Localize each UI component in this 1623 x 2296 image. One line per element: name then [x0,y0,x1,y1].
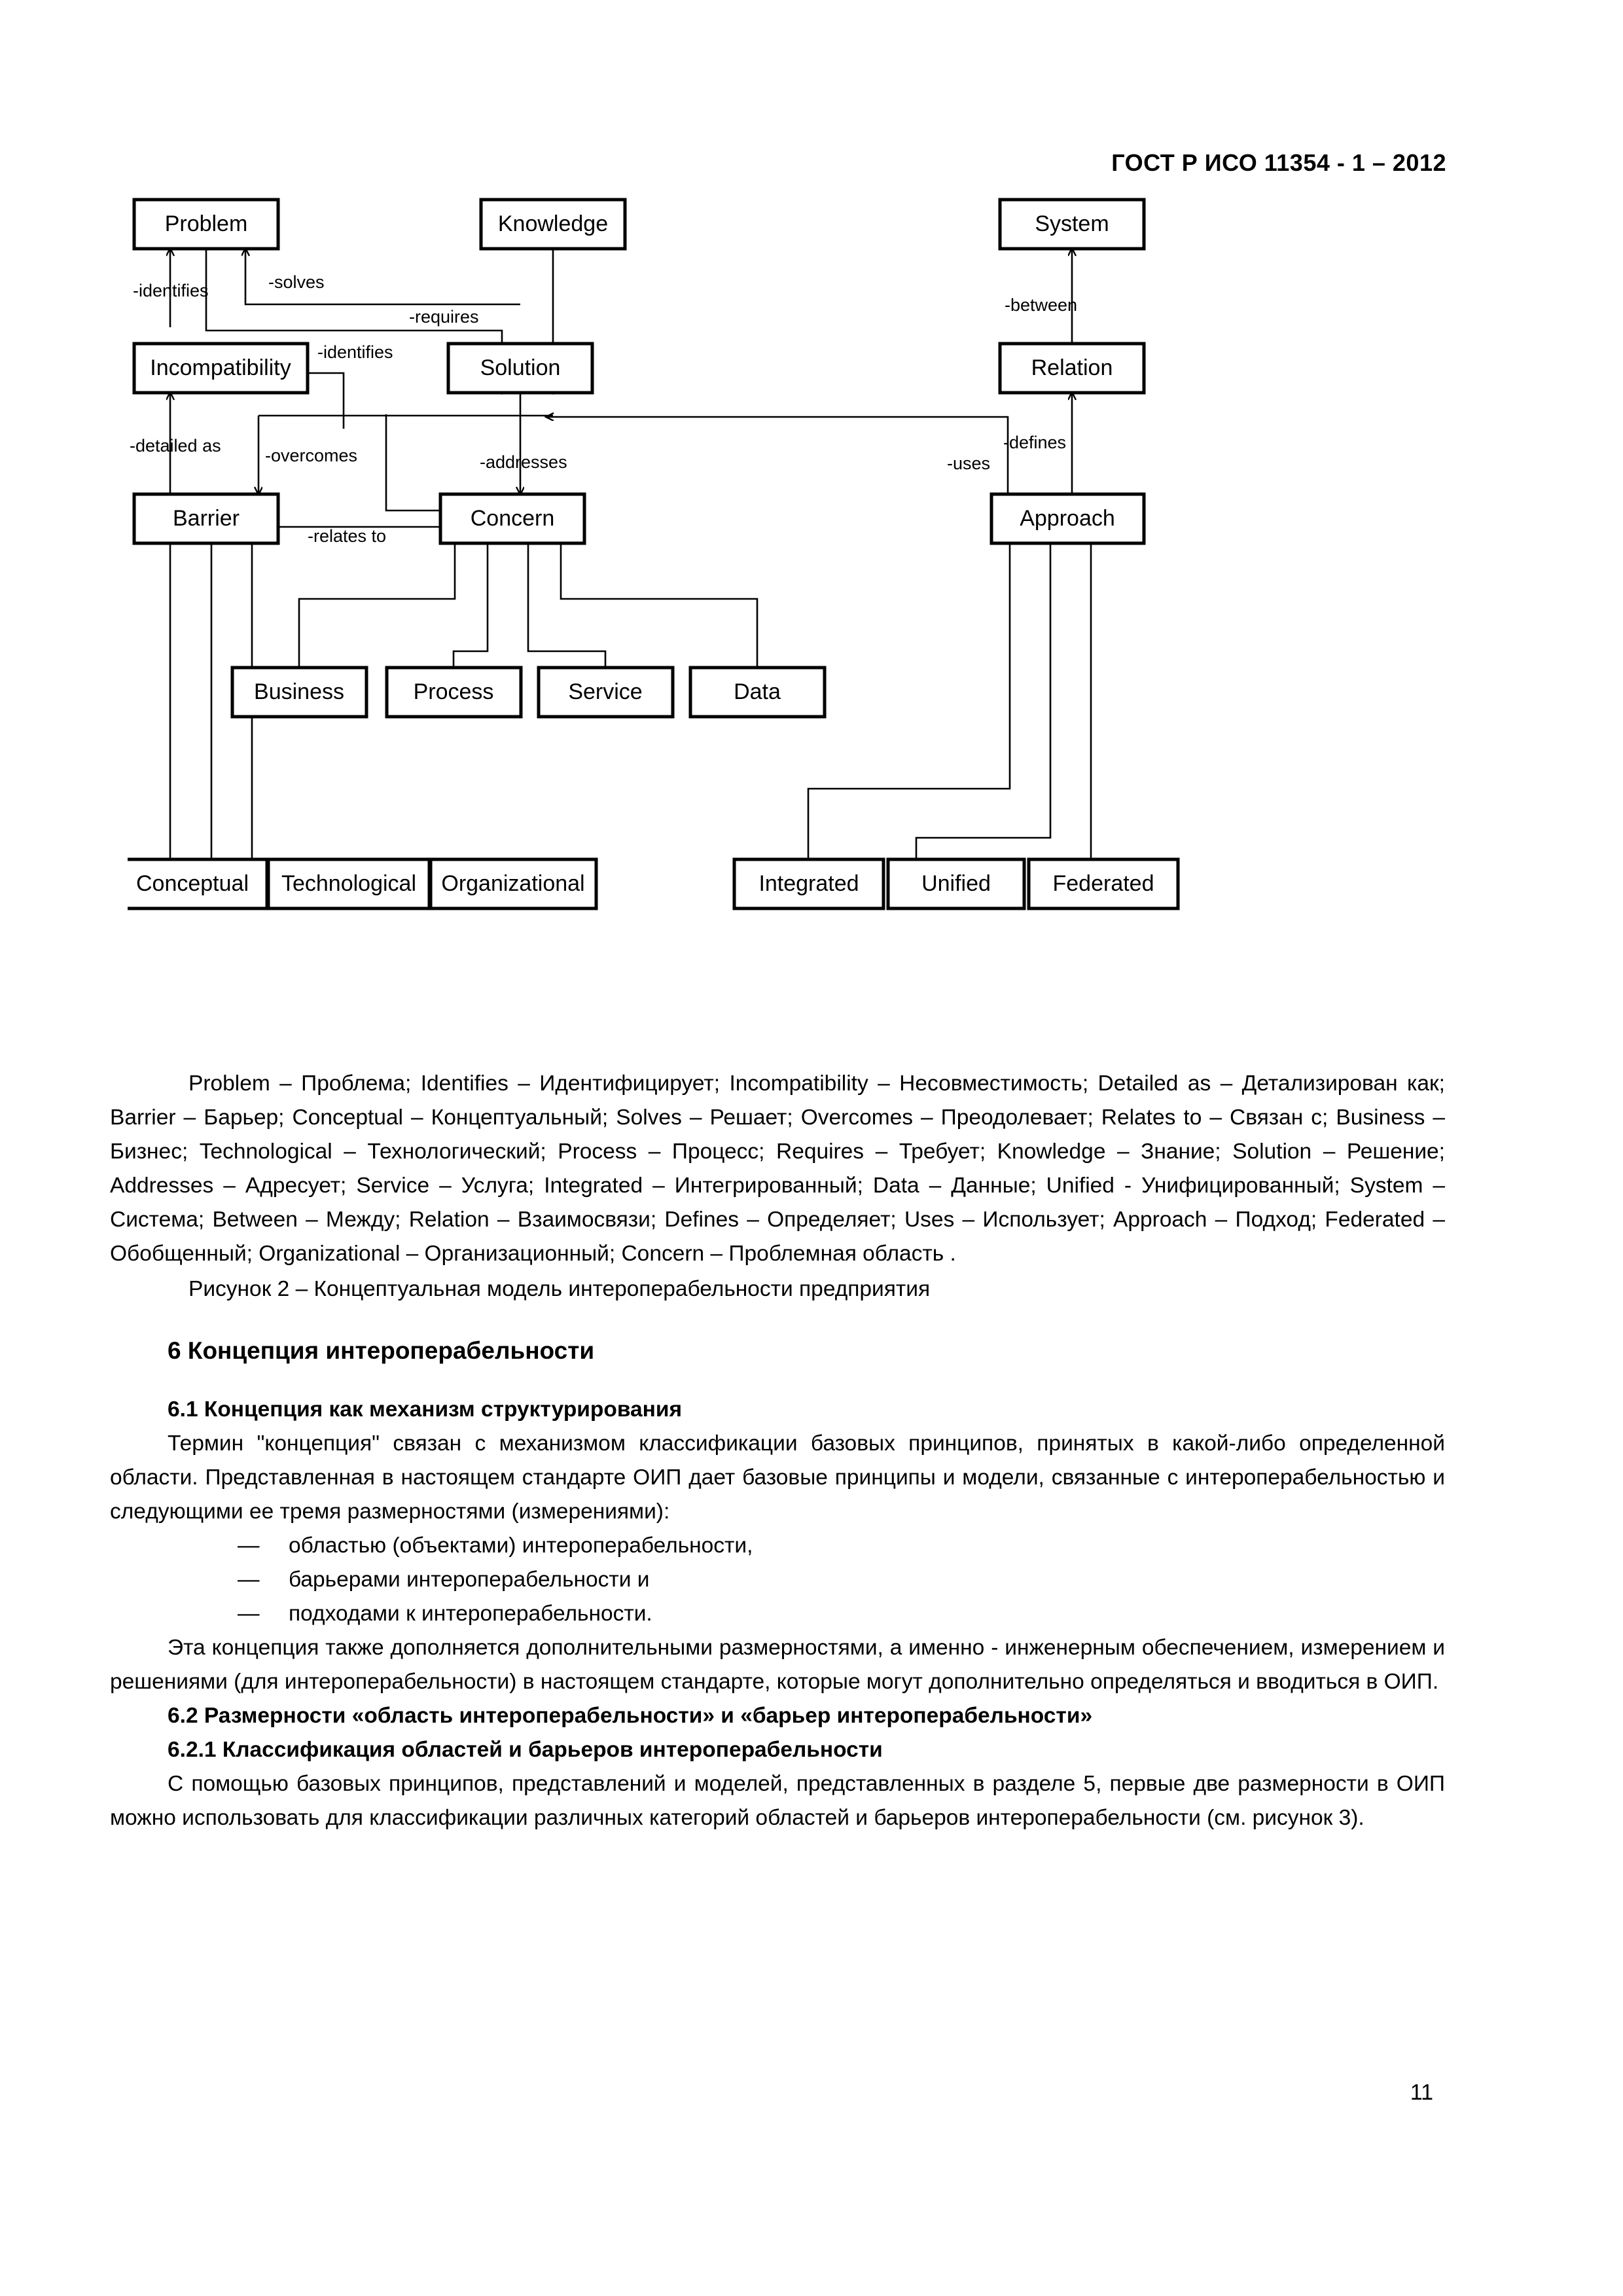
figure-edge-label-relates-to: -relates to [308,526,386,546]
figure-box-label: Concern [471,506,555,531]
dash-bullet-icon: — [238,1602,260,1626]
figure-box-conceptual: Conceptual [128,857,269,910]
figure-box-label: Data [734,679,781,704]
figure-box-technological: Technological [266,857,431,910]
list-item: — подходами к интероперабельности. [110,1597,1445,1631]
figure-box-data: Data [688,666,827,719]
figure-box-process: Process [385,666,523,719]
figure-box-problem: Problem [132,198,280,251]
figure-edge-label-detailed-as: -detailed as [130,436,221,456]
section-heading-6-2-1: 6.2.1 Классификация областей и барьеров … [168,1738,883,1762]
figure-box-label: Solution [480,355,561,380]
figure-edge-label-identifies-problem: -identifies [133,281,209,300]
figure-box-label: Technological [281,871,416,896]
figure-box-system: System [998,198,1146,251]
figure-edge-label-uses: -uses [947,454,990,473]
figure-box-unified: Unified [886,857,1026,910]
figure-box-label: Integrated [758,871,859,896]
figure-box-label: System [1035,211,1109,236]
page-number: 11 [1410,2080,1433,2105]
figure-box-label: Process [414,679,494,704]
figure-legend: Problem – Проблема; Identifies – Идентиф… [110,1071,1445,1266]
figure-box-business: Business [230,666,368,719]
figure-2-conceptual-model: Problem Knowledge System Incompatibility [128,180,1430,1031]
figure-box-federated: Federated [1027,857,1180,910]
section-heading-6-2: 6.2 Размерности «область интероперабельн… [168,1704,1093,1728]
dimensions-list: — областью (объектами) интероперабельнос… [110,1529,1445,1631]
figure-box-knowledge: Knowledge [479,198,627,251]
figure-box-label: Organizational [441,871,584,896]
list-item-label: барьерами интероперабельности и [289,1568,650,1592]
list-item: — барьерами интероперабельности и [110,1563,1445,1597]
figure-box-solution: Solution [446,342,594,395]
figure-box-relation: Relation [998,342,1146,395]
document-header: ГОСТ Р ИСО 11354 - 1 – 2012 [1111,149,1446,176]
figure-edge-label-solves: -solves [268,272,325,292]
figure-box-label: Business [254,679,344,704]
document-body: Problem – Проблема; Identifies – Идентиф… [110,1067,1445,1835]
figure-box-label: Knowledge [498,211,608,236]
figure-edge-label-between: -between [1005,295,1077,315]
figure-box-barrier: Barrier [132,492,280,545]
figure-edge-label-identifies-incompat: -identifies [317,342,393,362]
figure-box-incompatibility: Incompatibility [132,342,310,395]
figure-box-label: Conceptual [136,871,249,896]
paragraph-6-1-2: Эта концепция также дополняется дополнит… [110,1636,1445,1694]
list-item: — областью (объектами) интероперабельнос… [110,1529,1445,1563]
figure-box-label: Incompatibility [150,355,291,380]
figure-box-organizational: Organizational [429,857,598,910]
dash-bullet-icon: — [238,1534,260,1558]
section-heading-6: 6 Концепция интероперабельности [168,1337,595,1364]
dash-bullet-icon: — [238,1568,260,1592]
figure-box-label: Approach [1020,506,1115,531]
list-item-label: подходами к интероперабельности. [289,1602,652,1626]
list-item-label: областью (объектами) интероперабельности… [289,1534,753,1558]
figure-box-label: Unified [921,871,991,896]
figure-edge-label-defines: -defines [1003,433,1066,452]
figure-box-approach: Approach [990,492,1146,545]
figure-box-label: Barrier [173,506,240,531]
figure-caption: Рисунок 2 – Концептуальная модель интеро… [188,1277,931,1301]
paragraph-6-1-1: Термин "концепция" связан с механизмом к… [110,1431,1445,1524]
figure-box-label: Problem [165,211,248,236]
figure-box-concern: Concern [438,492,586,545]
figure-box-label: Service [568,679,642,704]
figure-box-service: Service [537,666,675,719]
figure-edge-label-overcomes: -overcomes [265,446,357,465]
figure-box-label: Federated [1053,871,1154,896]
figure-box-label: Relation [1031,355,1113,380]
section-heading-6-1: 6.1 Концепция как механизм структурирова… [168,1397,682,1422]
figure-edge-label-addresses: -addresses [480,452,567,472]
figure-edge-label-requires: -requires [409,307,479,327]
paragraph-6-2-1-1: С помощью базовых принципов, представлен… [110,1772,1445,1830]
figure-box-integrated: Integrated [732,857,885,910]
